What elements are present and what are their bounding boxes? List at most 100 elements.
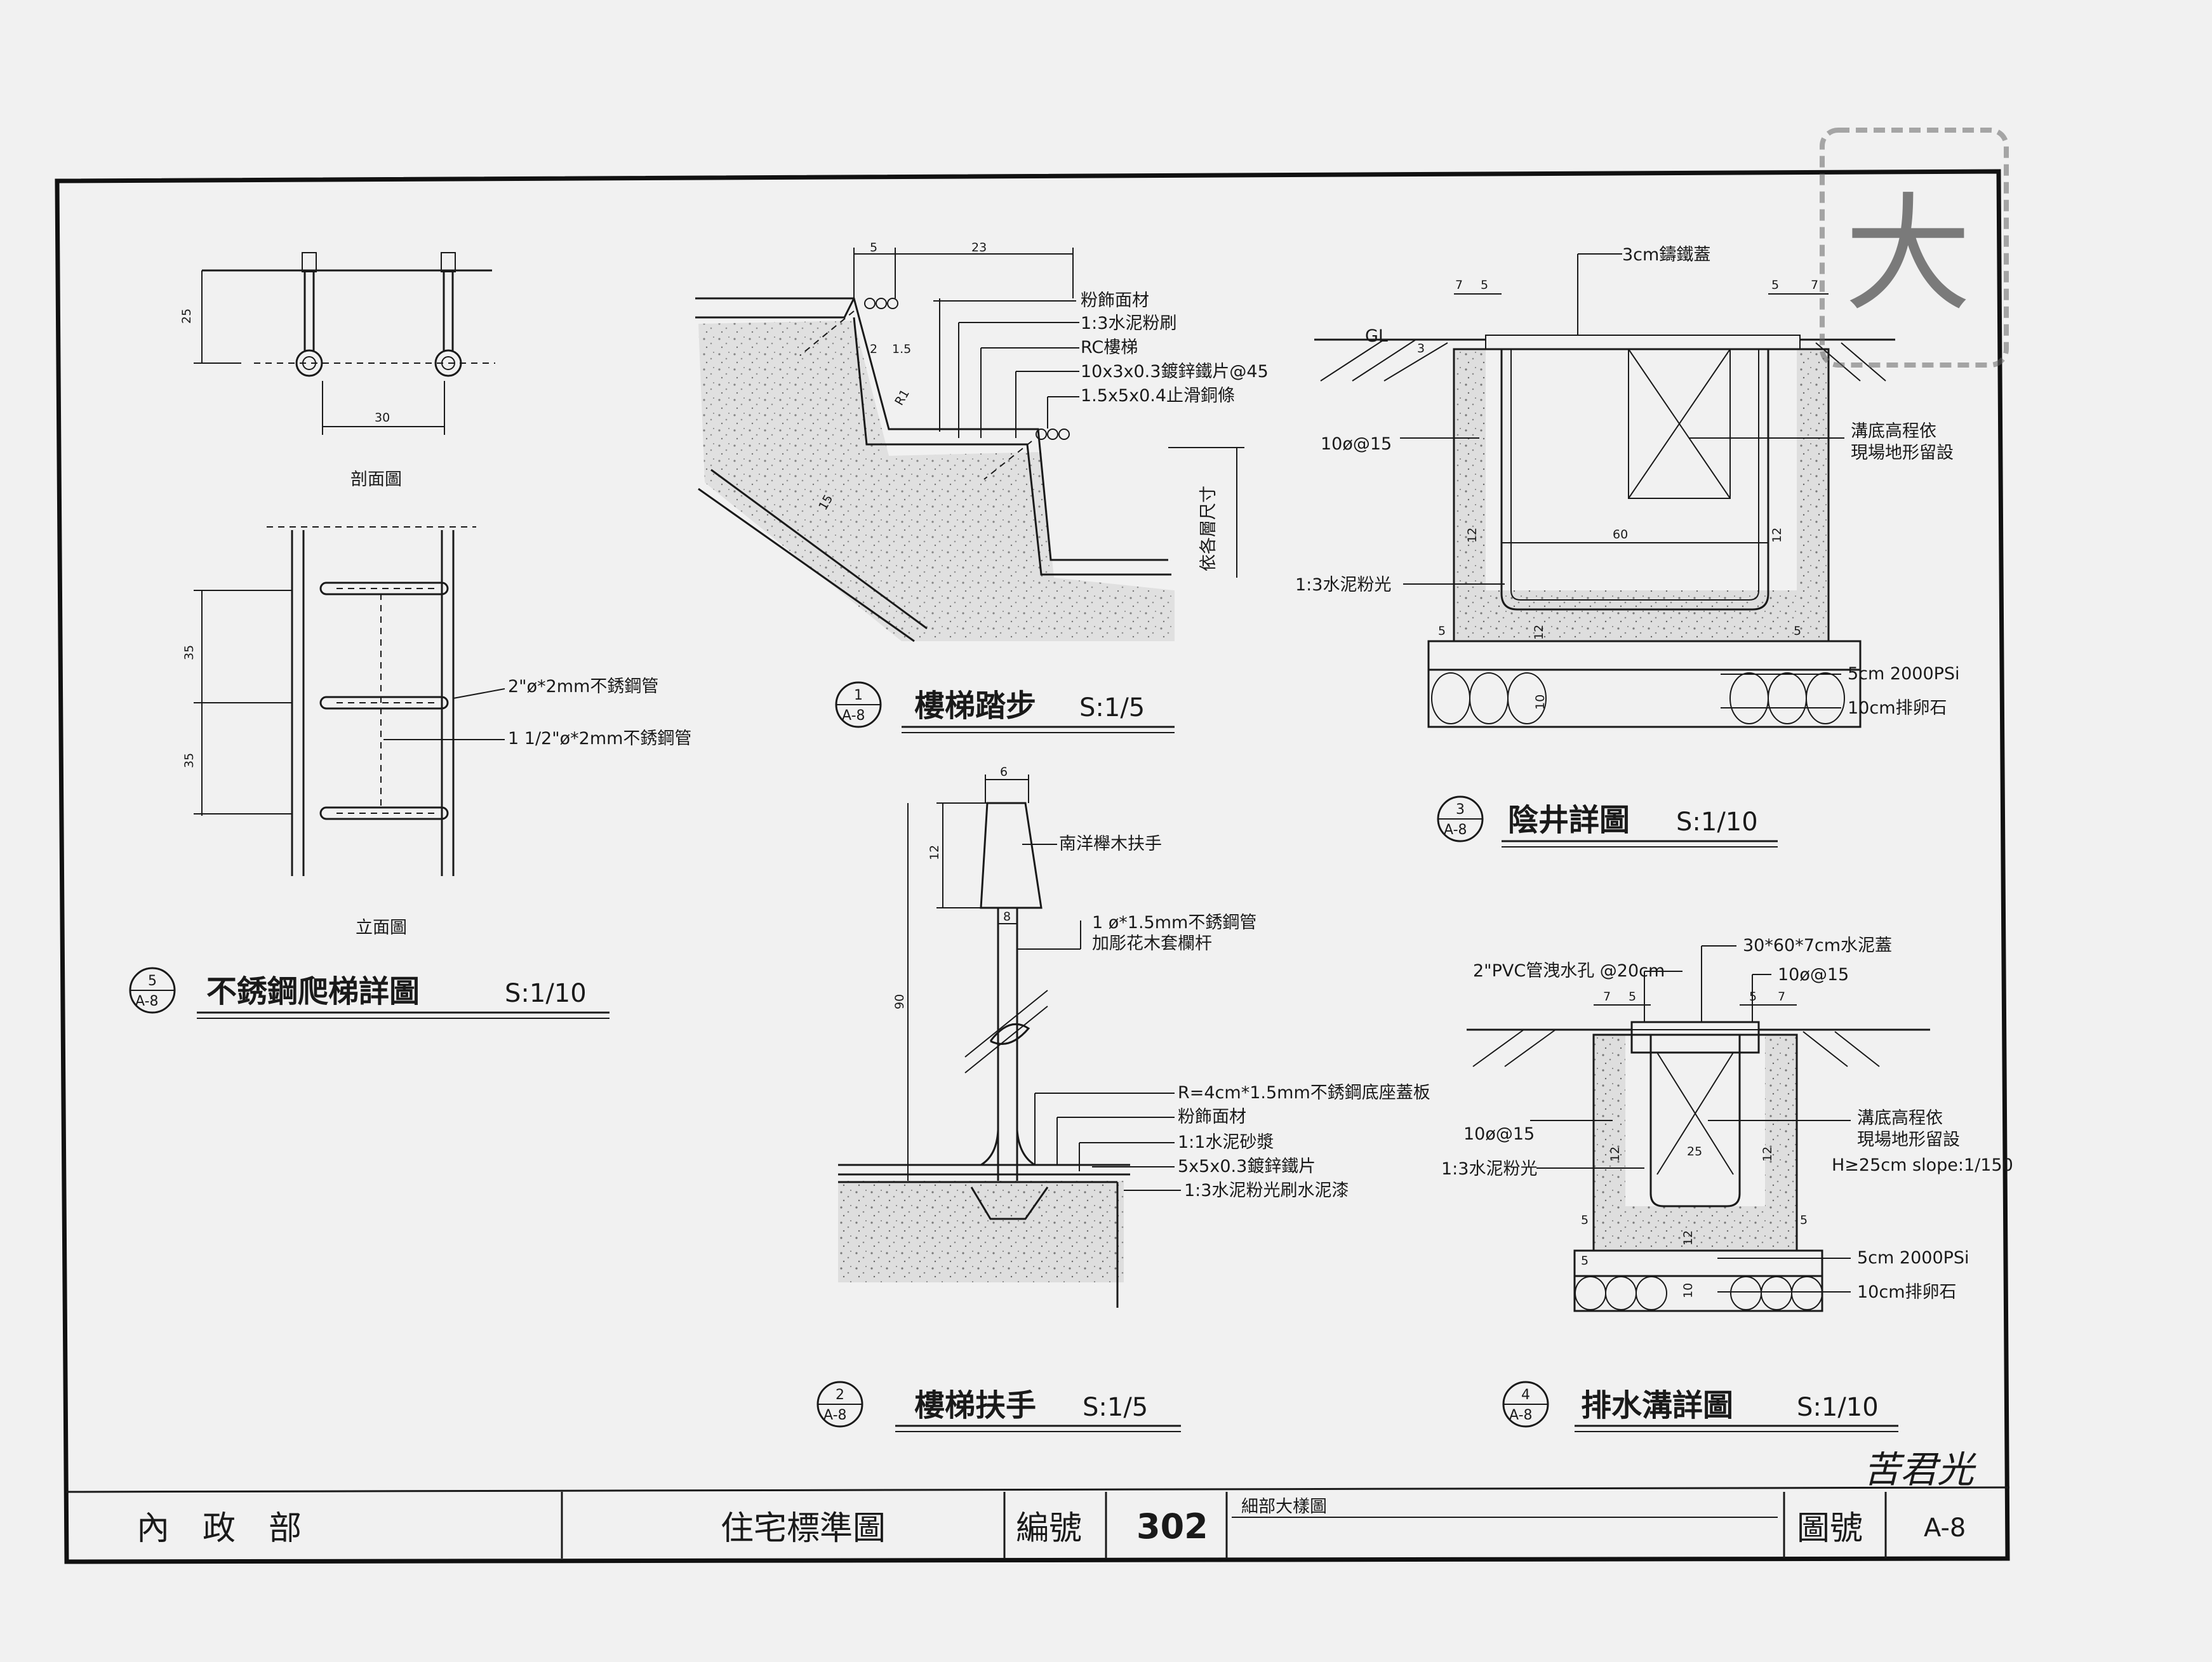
detail-ref-number: 2 [836,1387,844,1403]
dim-label: 5 [1749,990,1757,1004]
dim-label: 7 [1603,990,1611,1004]
drawing-title: 住宅標準圖 [721,1510,886,1548]
leader-label: 南洋櫸木扶手 [1059,834,1162,854]
dim-label: 12 [1770,528,1784,543]
dim-label: 12 [1608,1147,1622,1162]
detail-scale: S:1/10 [505,979,587,1008]
leader-label: 1:3水泥粉光 [1441,1159,1537,1179]
detail-4-drain: 7 5 5 7 12 12 25 5 5 12 5 10 2"PVC管洩水孔 @… [1441,936,2013,1432]
dim-label: 23 [971,241,987,255]
detail-4-title: 4 A-8 排水溝詳圖 S:1/10 [1502,1381,1898,1432]
leader-label: 現場地形留設 [1851,443,1954,463]
dim-label: 25 [180,309,194,324]
seal-stamp-glyph: 大 [1844,181,1971,329]
leader-label: 10cm排卵石 [1857,1282,1957,1302]
dim-label: 5 [1438,624,1446,638]
leader-label: 10ø@15 [1463,1124,1535,1144]
leader-label: 溝底高程依 [1857,1108,1943,1128]
dim-label: 7 [1811,278,1818,292]
dim-label: 7 [1455,278,1463,292]
detail-ref-sheet: A-8 [823,1407,847,1423]
detail-5-ladder: 25 30 剖面圖 35 35 [129,252,691,1019]
dim-label: 5 [1794,624,1801,638]
dim-label: 2 [870,342,877,356]
dim-label: 10 [1681,1283,1695,1298]
dim-label: 12 [1761,1147,1775,1162]
leader-label: 粉飾面材 [1178,1107,1246,1127]
leader-label-outer-pipe: 2"ø*2mm不銹鋼管 [508,677,658,696]
detail-ref-number: 3 [1456,802,1465,818]
dim-label: 5 [1800,1213,1808,1227]
elevation-view-caption: 立面圖 [356,918,407,938]
leader-label: 10x3x0.3鍍鋅鐵片@45 [1081,362,1269,382]
detail-ref-sheet: A-8 [1509,1407,1533,1423]
detail-scale: S:1/10 [1676,808,1758,837]
detail-1-stair-tread: 5 23 2 1.5 R1 15 粉飾面材 1:3水泥粉刷 RC樓梯 10x3x… [695,241,1269,733]
dim-label: 90 [893,994,907,1009]
signature: 苦君光 [1863,1448,1976,1491]
leader-label: 1:3水泥粉光 [1295,575,1391,595]
dim-label: 10 [1533,695,1547,710]
dim-label: 5 [1581,1254,1589,1268]
leader-label: 依各層尺寸 [1199,486,1218,571]
dim-label: 35 [182,645,196,660]
leader-label: 1 ø*1.5mm不銹鋼管 [1092,913,1256,933]
dim-label: 60 [1613,528,1628,542]
dim-label: 1.5 [892,342,911,356]
leader-label: 10ø@15 [1321,434,1392,454]
dim-label: R1 [892,387,912,408]
detail-2-title: 2 A-8 樓梯扶手 S:1/5 [816,1381,1181,1432]
leader-label: 1.5x5x0.4止滑銅條 [1081,386,1235,406]
leader-label: 加彫花木套欄杆 [1092,934,1212,954]
leader-label: 5x5x0.3鍍鋅鐵片 [1178,1157,1316,1176]
leader-label: 2"PVC管洩水孔 @20cm [1473,961,1665,981]
dim-label: 7 [1778,990,1785,1004]
detail-title: 樓梯扶手 [914,1388,1036,1423]
leader-label: 溝底高程依 [1851,422,1936,441]
dim-label: 5 [1629,990,1636,1004]
dim-label: 5 [870,241,877,255]
detail-3-title: 3 A-8 陰井詳圖 S:1/10 [1437,795,1778,848]
section-view-caption: 剖面圖 [350,470,402,489]
drawing-number: 302 [1136,1506,1208,1546]
detail-ref-sheet: A-8 [135,994,159,1009]
dim-label: 8 [1003,910,1011,924]
detail-title: 不銹鋼爬梯詳圖 [206,974,420,1009]
leader-label: R=4cm*1.5mm不銹鋼底座蓋板 [1178,1083,1430,1103]
dim-label: 12 [928,845,942,860]
detail-title: 排水溝詳圖 [1581,1388,1733,1423]
title-block: 內 政 部 住宅標準圖 編號 302 細部大樣圖 圖號 A-8 [137,1492,1966,1559]
dim-label: 35 [182,753,196,768]
sheet-name: 細部大樣圖 [1241,1497,1327,1517]
detail-5-title: 5 A-8 不銹鋼爬梯詳圖 S:1/10 [129,967,610,1019]
detail-title: 樓梯踏步 [914,688,1036,724]
issuing-authority: 內 政 部 [137,1510,302,1548]
drawing-no: A-8 [1924,1513,1966,1543]
leader-label: H≥25cm slope:1/150 [1832,1155,2013,1175]
detail-scale: S:1/5 [1083,1393,1148,1422]
dim-label: 6 [1000,765,1008,779]
dim-label: 5 [1481,278,1488,292]
sheet-border [55,169,2010,1564]
detail-1-title: 1 A-8 樓梯踏步 S:1/5 [835,681,1175,733]
detail-scale: S:1/5 [1079,693,1145,722]
leader-label: 5cm 2000PSi [1857,1248,1969,1268]
leader-label: 10ø@15 [1778,965,1849,985]
detail-3-manhole: 7 5 5 7 3 60 12 12 12 5 5 10 3cm鑄鐵蓋 GL 1… [1295,245,1960,848]
dim-label: 5 [1581,1213,1589,1227]
leader-label: 1:3水泥粉光刷水泥漆 [1184,1181,1349,1200]
leader-label: 30*60*7cm水泥蓋 [1743,936,1892,955]
leader-label: 3cm鑄鐵蓋 [1622,245,1710,265]
leader-label: 1:1水泥砂漿 [1178,1133,1274,1152]
leader-label: 5cm 2000PSi [1848,664,1960,684]
drawing-no-label: 圖號 [1797,1510,1863,1548]
dim-label: 12 [1532,625,1546,640]
dim-label: 12 [1465,528,1479,543]
detail-scale: S:1/10 [1797,1393,1879,1422]
leader-label: 1:3水泥粉刷 [1081,314,1176,333]
detail-ref-number: 5 [148,973,157,989]
ladder-elevation-view: 35 35 2"ø*2mm不銹鋼管 1 1/2"ø*2mm不銹鋼管 立面圖 [182,526,691,938]
detail-ref-number: 1 [854,688,863,703]
detail-ref-sheet: A-8 [842,708,865,724]
detail-ref-sheet: A-8 [1444,822,1467,838]
